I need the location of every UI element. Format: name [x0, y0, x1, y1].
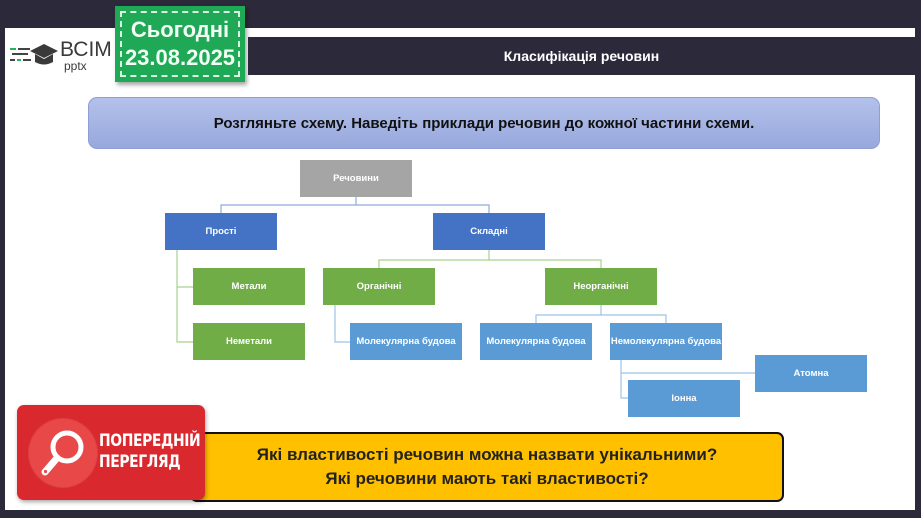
node-organic: Органічні: [323, 268, 435, 305]
node-simple: Прості: [165, 213, 277, 250]
vsim-logo: ВСІМ pptx: [8, 35, 113, 75]
magnifier-icon: [29, 419, 97, 487]
slide-title: Класифікація речовин: [248, 37, 915, 75]
logo-sub: pptx: [64, 58, 87, 73]
preview-button[interactable]: ПОПЕРЕДНІЙ ПЕРЕГЛЯД: [17, 405, 205, 500]
preview-line-2: ПЕРЕГЛЯД: [99, 452, 181, 472]
date-badge: Сьогодні 23.08.2025: [115, 6, 245, 82]
preview-line-1: ПОПЕРЕДНІЙ: [99, 431, 201, 451]
node-complex: Складні: [433, 213, 545, 250]
question-line-1: Які властивості речовин можна назвати ун…: [256, 445, 718, 464]
date-value: 23.08.2025: [124, 45, 236, 70]
node-ionic: Іонна: [628, 380, 740, 417]
graduation-cap-icon: [8, 38, 58, 72]
question-box: Які властивості речовин можна назвати ун…: [190, 432, 784, 502]
question-line-2: Які речовини мають такі властивості?: [325, 469, 649, 488]
node-inorganic: Неорганічні: [545, 268, 657, 305]
node-organic-molecular: Молекулярна будова: [350, 323, 462, 360]
node-substances: Речовини: [300, 160, 412, 197]
node-nonmetals: Неметали: [193, 323, 305, 360]
logo-brand: ВСІМ: [60, 37, 112, 61]
node-atomic: Атомна: [755, 355, 867, 392]
instruction-banner: Розгляньте схему. Наведіть приклади речо…: [88, 97, 880, 149]
node-nonmolecular: Немолекулярна будова: [610, 323, 722, 360]
date-label: Сьогодні: [130, 17, 230, 42]
node-metals: Метали: [193, 268, 305, 305]
node-inorganic-molecular: Молекулярна будова: [480, 323, 592, 360]
